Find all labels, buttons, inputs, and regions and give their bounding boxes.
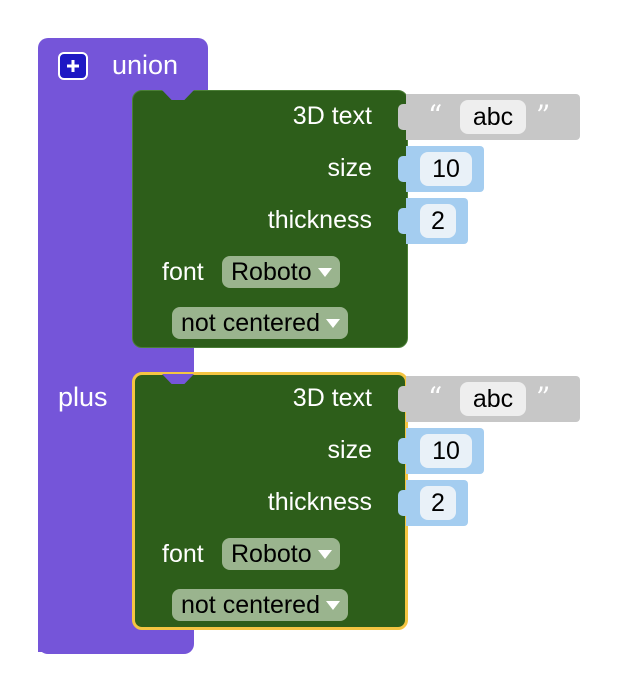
text3d-title: 3D text: [292, 102, 372, 130]
size-value-field[interactable]: 10: [420, 434, 472, 468]
size-label: size: [327, 154, 372, 182]
string-value-field[interactable]: abc: [460, 100, 526, 134]
input-connector: [398, 156, 408, 182]
plus-icon: [67, 60, 79, 72]
font-dropdown[interactable]: Roboto: [222, 256, 340, 288]
union-block-foot[interactable]: [38, 628, 194, 654]
plus-label: plus: [58, 382, 108, 412]
thickness-label: thickness: [267, 488, 372, 516]
add-input-button[interactable]: [58, 52, 88, 80]
quote-close-icon: ”: [536, 99, 551, 132]
block-notch: [162, 374, 194, 384]
input-connector: [398, 208, 408, 234]
font-dropdown[interactable]: Roboto: [222, 538, 340, 570]
chevron-down-icon: [317, 267, 332, 277]
union-block-middle[interactable]: [38, 346, 194, 376]
font-dropdown-value: Roboto: [231, 540, 312, 568]
quote-open-icon: “: [428, 381, 443, 414]
input-connector: [398, 386, 408, 412]
size-label: size: [327, 436, 372, 464]
string-value-field[interactable]: abc: [460, 382, 526, 416]
center-dropdown-value: not centered: [181, 309, 320, 337]
font-label: font: [162, 540, 204, 568]
chevron-down-icon: [326, 318, 340, 328]
thickness-value-field[interactable]: 2: [420, 486, 456, 520]
union-label: union: [112, 50, 179, 80]
thickness-value-field[interactable]: 2: [420, 204, 456, 238]
quote-open-icon: “: [428, 99, 443, 132]
block-notch: [162, 90, 194, 100]
text3d-block[interactable]: [132, 90, 408, 348]
input-connector: [398, 104, 408, 130]
size-value-field[interactable]: 10: [420, 152, 472, 186]
text3d-block-selected[interactable]: [132, 372, 408, 630]
chevron-down-icon: [317, 549, 332, 559]
font-label: font: [162, 258, 204, 286]
input-connector: [398, 490, 408, 516]
font-dropdown-value: Roboto: [231, 258, 312, 286]
thickness-label: thickness: [267, 206, 372, 234]
quote-close-icon: ”: [536, 381, 551, 414]
chevron-down-icon: [326, 600, 340, 610]
text3d-title: 3D text: [292, 384, 372, 412]
input-connector: [398, 438, 408, 464]
center-dropdown[interactable]: not centered: [172, 307, 348, 339]
center-dropdown[interactable]: not centered: [172, 589, 348, 621]
center-dropdown-value: not centered: [181, 591, 320, 619]
